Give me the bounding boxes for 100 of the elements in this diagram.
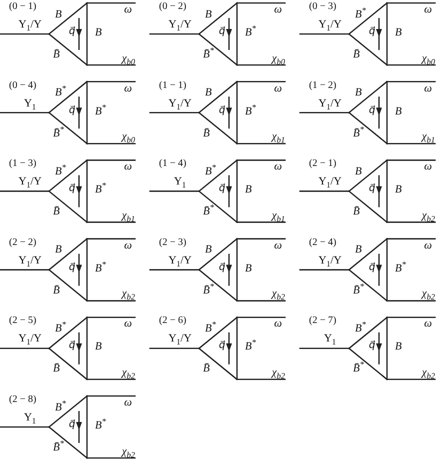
particle-label: B̄$^{*}$ xyxy=(203,50,214,60)
particle-label: B xyxy=(355,244,362,256)
particle-label: B xyxy=(395,28,402,38)
particle-label: Υ$_{1}$ xyxy=(24,98,36,110)
particle-label: B xyxy=(355,88,362,99)
particle-label: B xyxy=(205,9,212,20)
particle-label: χ$_{b0}$ xyxy=(122,53,135,64)
particle-label: B̄ xyxy=(353,50,360,60)
particle-label: B$^{*}$ xyxy=(95,263,106,274)
particle-label: ω xyxy=(424,83,432,94)
diagram-number: (1 − 4) xyxy=(159,159,186,170)
particle-label: ω xyxy=(274,318,282,330)
diagram-number: (0 − 2) xyxy=(159,2,186,12)
particle-label: χ$_{b2}$ xyxy=(122,288,135,300)
particle-label: B$^{*}$ xyxy=(205,166,216,178)
particle-label: B̄$^{*}$ xyxy=(203,206,214,218)
diagram-number: (2 − 5) xyxy=(9,316,36,326)
particle-label: B$^{*}$ xyxy=(395,263,406,274)
particle-label: Υ$_{1}$/Υ xyxy=(318,20,342,30)
particle-label: ω xyxy=(424,318,432,330)
particle-label: Υ$_{1}$/Υ xyxy=(18,20,42,30)
particle-label: Υ$_{1}$/Υ xyxy=(168,255,192,266)
particle-label: B xyxy=(245,184,252,196)
diagram-number: (2 − 7) xyxy=(309,316,336,326)
momentum-label: q⃗ xyxy=(368,262,376,273)
particle-label: χ$_{b0}$ xyxy=(122,132,135,143)
momentum-label: q⃗ xyxy=(68,27,76,37)
particle-label: B̄ xyxy=(353,206,360,218)
particle-label: χ$_{b1}$ xyxy=(272,210,285,222)
particle-label: B$^{*}$ xyxy=(95,420,106,432)
particle-label: ω xyxy=(424,4,432,16)
diagram-number: (1 − 1) xyxy=(159,80,186,91)
particle-label: χ$_{b1}$ xyxy=(422,132,435,143)
particle-label: Υ$_{1}$ xyxy=(24,412,36,424)
particle-label: B$^{*}$ xyxy=(205,323,216,334)
particle-label: Υ$_{1}$/Υ xyxy=(18,255,42,266)
particle-label: B$^{*}$ xyxy=(55,323,66,334)
particle-label: χ$_{b2}$ xyxy=(272,288,285,300)
particle-label: B xyxy=(55,9,62,20)
particle-label: Υ$_{1}$ xyxy=(324,334,336,345)
momentum-label: q⃗ xyxy=(368,27,376,37)
particle-label: χ$_{b0}$ xyxy=(422,53,435,64)
momentum-label: q⃗ xyxy=(68,106,76,116)
diagram-number: (2 − 8) xyxy=(9,395,36,405)
diagram-number: (0 − 3) xyxy=(309,2,336,12)
particle-label: B$^{*}$ xyxy=(245,28,256,38)
momentum-label: q⃗ xyxy=(368,341,376,352)
momentum-label: q⃗ xyxy=(68,262,76,273)
particle-label: B xyxy=(205,244,212,256)
particle-label: B xyxy=(245,263,252,274)
momentum-label: q⃗ xyxy=(218,184,226,194)
particle-label: ω xyxy=(274,83,282,94)
momentum-label: q⃗ xyxy=(68,184,76,194)
momentum-label: q⃗ xyxy=(218,341,226,352)
particle-label: Υ$_{1}$ xyxy=(174,176,186,188)
particle-label: ω xyxy=(274,162,282,173)
particle-label: B̄$^{*}$ xyxy=(353,364,364,375)
particle-label: B xyxy=(55,244,62,256)
particle-label: ω xyxy=(124,398,132,408)
diagram-number: (1 − 2) xyxy=(309,80,336,91)
particle-label: Υ$_{1}$/Υ xyxy=(318,98,342,110)
particle-label: Υ$_{1}$/Υ xyxy=(168,20,192,30)
particle-label: B xyxy=(395,106,402,118)
particle-label: Υ$_{1}$/Υ xyxy=(168,334,192,345)
diagram-number: (0 − 4) xyxy=(9,80,36,91)
particle-label: ω xyxy=(124,318,132,330)
diagram-number: (2 − 4) xyxy=(309,238,336,248)
particle-label: Υ$_{1}$/Υ xyxy=(318,176,342,188)
particle-label: B$^{*}$ xyxy=(355,9,366,20)
particle-label: B$^{*}$ xyxy=(95,184,106,196)
momentum-label: q⃗ xyxy=(218,262,226,273)
particle-label: χ$_{b1}$ xyxy=(272,132,285,143)
particle-label: B$^{*}$ xyxy=(245,106,256,118)
momentum-label: q⃗ xyxy=(68,341,76,352)
particle-label: ω xyxy=(424,162,432,173)
particle-label: B xyxy=(395,342,402,353)
particle-label: B$^{*}$ xyxy=(55,88,66,99)
particle-label: B xyxy=(395,184,402,196)
diagram-number: (0 − 1) xyxy=(9,2,36,12)
particle-label: B xyxy=(95,28,102,38)
particle-label: B xyxy=(205,88,212,99)
particle-label: χ$_{b2}$ xyxy=(422,210,435,222)
momentum-label: q⃗ xyxy=(218,106,226,116)
particle-label: B̄ xyxy=(53,285,60,296)
particle-label: χ$_{b1}$ xyxy=(122,210,135,222)
particle-label: B̄ xyxy=(53,206,60,218)
particle-label: Υ$_{1}$/Υ xyxy=(18,176,42,188)
particle-label: B$^{*}$ xyxy=(55,402,66,413)
diagram-number: (2 − 6) xyxy=(159,316,186,326)
momentum-label: q⃗ xyxy=(68,420,76,430)
particle-label: B$^{*}$ xyxy=(355,323,366,334)
diagram-number: (2 − 1) xyxy=(309,159,336,170)
particle-label: B xyxy=(355,166,362,178)
particle-label: χ$_{b2}$ xyxy=(272,367,285,378)
particle-label: Υ$_{1}$/Υ xyxy=(168,98,192,110)
momentum-label: q⃗ xyxy=(368,106,376,116)
particle-label: χ$_{b2}$ xyxy=(422,288,435,300)
particle-label: ω xyxy=(274,4,282,16)
particle-label: B̄$^{*}$ xyxy=(203,285,214,296)
particle-label: B̄$^{*}$ xyxy=(53,442,64,454)
